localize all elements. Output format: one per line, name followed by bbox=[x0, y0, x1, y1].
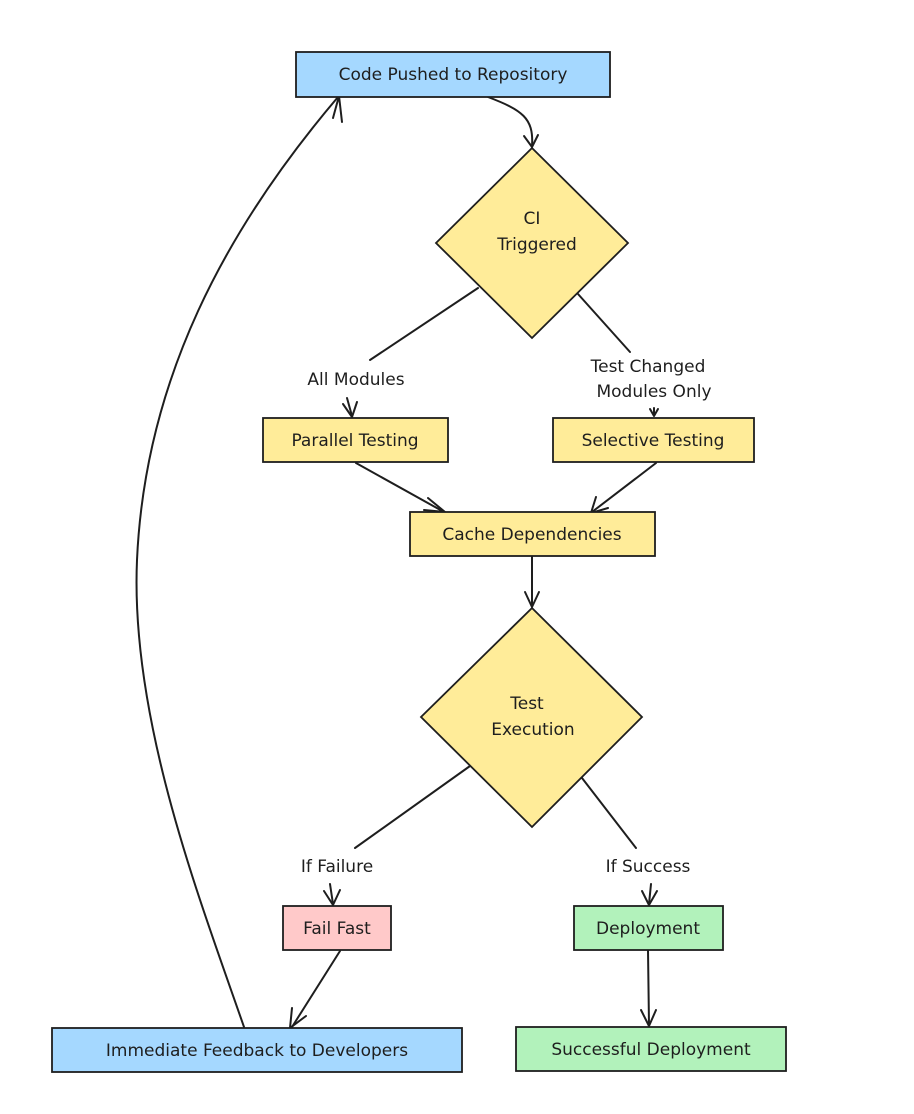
node-fail-fast: Fail Fast bbox=[282, 905, 392, 951]
node-fail-fast-label: Fail Fast bbox=[303, 919, 371, 939]
edge-feedback-to-code bbox=[135, 95, 343, 1028]
node-ci-triggered: CI Triggered bbox=[434, 146, 630, 340]
node-test-execution-shape bbox=[419, 606, 644, 829]
edge-test-to-deployment bbox=[581, 777, 658, 906]
node-immediate-feedback-shape bbox=[51, 1027, 463, 1073]
node-deployment: Deployment bbox=[573, 905, 724, 951]
node-successful-deployment: Successful Deployment bbox=[515, 1026, 787, 1072]
edge-parallel-to-cache bbox=[355, 462, 446, 513]
edge-label-all-modules: All Modules bbox=[307, 370, 404, 390]
edge-cache-to-test bbox=[524, 555, 540, 608]
node-successful-deployment-label: Successful Deployment bbox=[551, 1040, 751, 1060]
node-code-pushed: Code Pushed to Repository bbox=[295, 51, 611, 98]
edge-selective-to-cache bbox=[590, 462, 657, 514]
node-parallel-testing: Parallel Testing bbox=[262, 417, 449, 463]
edge-label-if-failure: If Failure bbox=[301, 857, 373, 877]
node-code-pushed-shape bbox=[295, 51, 611, 98]
node-fail-fast-shape bbox=[282, 905, 392, 951]
node-selective-testing-shape bbox=[552, 417, 755, 463]
node-ci-triggered-label-line1: CI bbox=[524, 209, 541, 229]
node-parallel-testing-shape bbox=[262, 417, 449, 463]
edge-failfast-to-feedback bbox=[289, 950, 341, 1029]
node-selective-testing-label: Selective Testing bbox=[582, 431, 725, 451]
node-deployment-shape bbox=[573, 905, 724, 951]
node-deployment-label: Deployment bbox=[596, 919, 700, 939]
node-cache-dependencies: Cache Dependencies bbox=[409, 511, 656, 557]
edge-label-test-changed-line1: Test Changed bbox=[590, 357, 706, 377]
edge-label-test-changed-line2: Modules Only bbox=[596, 382, 711, 402]
edge-ci-to-parallel bbox=[342, 287, 479, 418]
edge-label-if-success: If Success bbox=[606, 857, 691, 877]
node-parallel-testing-label: Parallel Testing bbox=[291, 431, 418, 451]
node-test-execution-label-line1: Test bbox=[509, 694, 544, 714]
node-immediate-feedback: Immediate Feedback to Developers bbox=[51, 1027, 463, 1073]
edge-code-to-ci bbox=[487, 96, 539, 148]
node-code-pushed-label: Code Pushed to Repository bbox=[339, 65, 568, 85]
node-ci-triggered-shape bbox=[434, 146, 630, 340]
node-successful-deployment-shape bbox=[515, 1026, 787, 1072]
node-test-execution-label-line2: Execution bbox=[491, 720, 574, 740]
edge-ci-to-selective bbox=[577, 293, 659, 417]
node-cache-dependencies-label: Cache Dependencies bbox=[442, 525, 621, 545]
edge-deployment-to-success bbox=[640, 949, 657, 1027]
node-cache-dependencies-shape bbox=[409, 511, 656, 557]
node-ci-triggered-label-line2: Triggered bbox=[496, 235, 577, 255]
node-immediate-feedback-label: Immediate Feedback to Developers bbox=[106, 1041, 408, 1061]
node-selective-testing: Selective Testing bbox=[552, 417, 755, 463]
node-test-execution: Test Execution bbox=[419, 606, 644, 829]
edge-test-to-failfast bbox=[323, 765, 471, 906]
